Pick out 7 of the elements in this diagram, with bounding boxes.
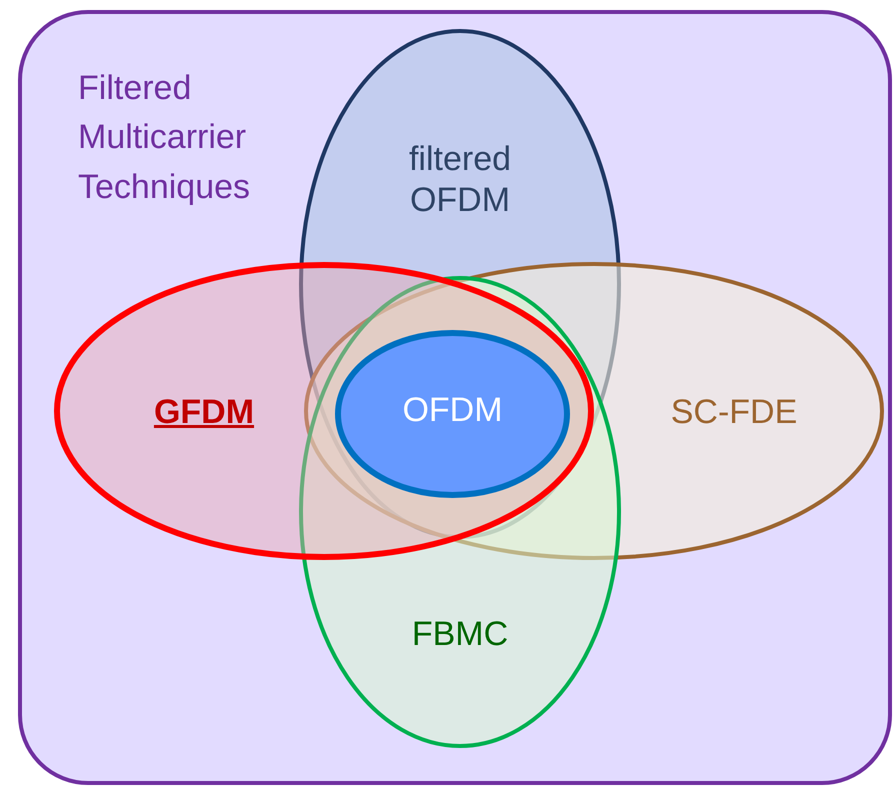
set-label: filtered OFDM bbox=[408, 139, 512, 221]
set-label: SC-FDE bbox=[670, 392, 798, 433]
set-label: FBMC bbox=[410, 614, 510, 655]
set-label: GFDM bbox=[152, 392, 256, 433]
set-label: OFDM bbox=[401, 390, 504, 431]
group-title: Filtered Multicarrier Techniques bbox=[78, 68, 252, 208]
group-panel bbox=[18, 10, 892, 785]
